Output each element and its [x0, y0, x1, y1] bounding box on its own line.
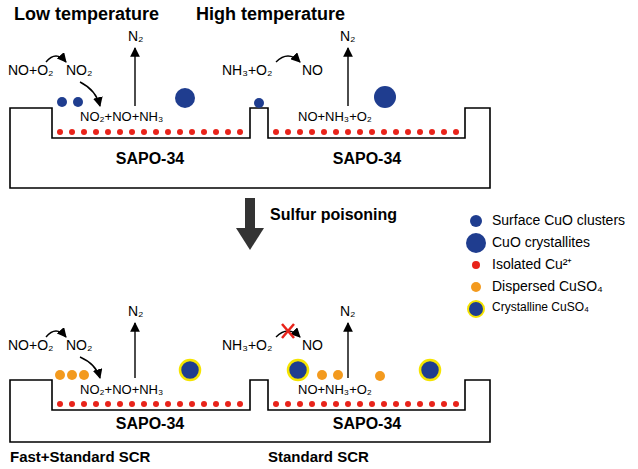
zeolite-slab [10, 108, 490, 442]
reactant: NH₃+O₂ [222, 337, 272, 353]
reactants: NO+NH₃+O₂ [298, 383, 372, 398]
reactant: NH₃+O₂ [222, 62, 272, 78]
crystalline-cuso4 [180, 360, 440, 380]
legend-text: Dispersed CuSO₄ [492, 278, 603, 294]
product: N₂ [340, 303, 356, 319]
legend-swatch [472, 261, 480, 269]
legend-text: Surface CuO clusters [492, 212, 625, 228]
reactants: NO₂+NO+NH₃ [80, 110, 163, 125]
reaction-type: Fast+Standard SCR [10, 448, 150, 465]
product: NO₂ [66, 62, 92, 78]
reactants: NO+NH₃+O₂ [298, 110, 372, 125]
reactant: NO+O₂ [8, 337, 54, 353]
dispersed-cuso4 [55, 370, 385, 381]
legend-swatch [466, 233, 486, 253]
blocked-cross [282, 324, 294, 338]
down-arrow [236, 198, 264, 250]
legend-swatch [471, 282, 481, 292]
legend-text: Isolated Cu²⁺ [492, 256, 572, 272]
material-name: SAPO-34 [116, 150, 184, 168]
product: N₂ [340, 28, 356, 44]
product: NO₂ [66, 337, 92, 353]
cuo-particles [57, 86, 396, 108]
reaction-type: Standard SCR [268, 448, 369, 465]
material-name: SAPO-34 [116, 415, 184, 433]
process-label: Sulfur poisoning [270, 206, 397, 224]
panel-title: Low temperature [14, 4, 159, 25]
legend-text: CuO crystallites [492, 234, 590, 250]
zeolite-region: SAPO-34 [333, 150, 401, 168]
zeolite-region: SAPO-34 [116, 150, 184, 168]
product: NO [302, 62, 323, 78]
isolated-cu-dots [57, 129, 459, 407]
material-name: SAPO-34 [333, 150, 401, 168]
legend-swatch [470, 215, 482, 227]
panel-title: High temperature [196, 4, 345, 25]
zeolite-region: SAPO-34 [116, 415, 184, 433]
product: NO [302, 337, 323, 353]
material-name: SAPO-34 [333, 415, 401, 433]
legend-swatch [467, 300, 485, 318]
reactant: NO+O₂ [8, 62, 54, 78]
zeolite-region: SAPO-34 [333, 415, 401, 433]
product: N₂ [128, 303, 144, 319]
product: N₂ [128, 28, 144, 44]
reactants: NO₂+NO+NH₃ [80, 383, 163, 398]
legend-text: Crystalline CuSO₄ [492, 301, 589, 315]
